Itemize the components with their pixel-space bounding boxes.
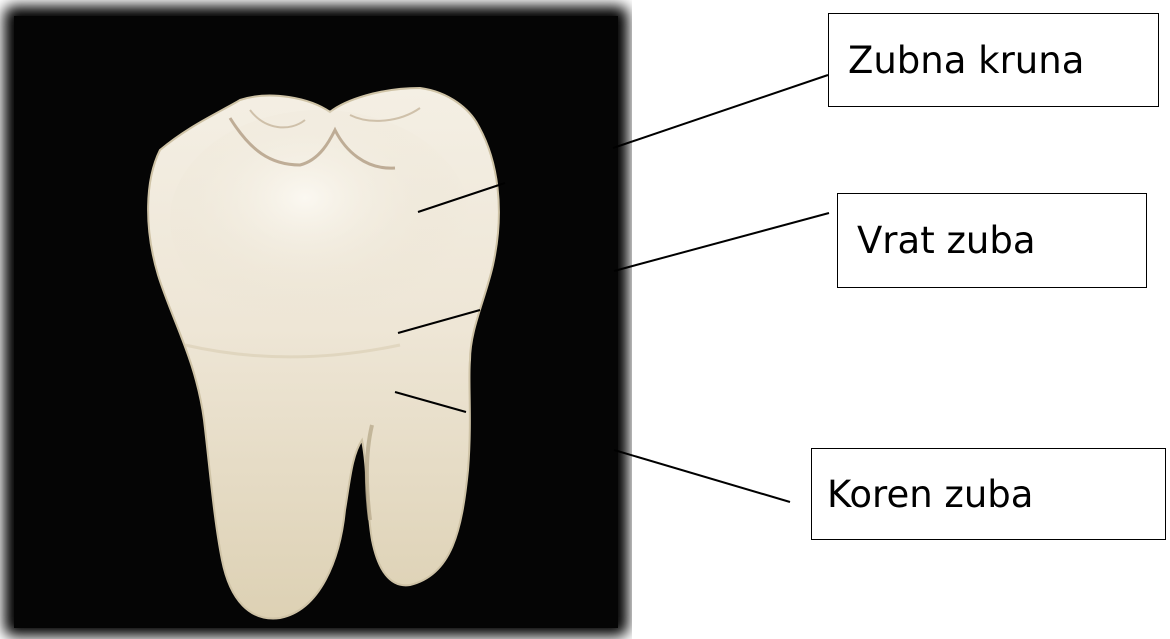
root-leader-line: [614, 450, 790, 502]
crown-label: Zubna kruna: [848, 42, 1084, 79]
crown-label-box: Zubna kruna: [828, 13, 1159, 107]
root-label: Koren zuba: [827, 476, 1033, 513]
tooth-photo: [0, 0, 632, 639]
root-label-box: Koren zuba: [811, 448, 1166, 540]
crown-leader-line: [613, 75, 828, 148]
neck-label: Vrat zuba: [857, 222, 1036, 259]
neck-leader-line: [614, 213, 829, 271]
neck-label-box: Vrat zuba: [837, 193, 1147, 288]
